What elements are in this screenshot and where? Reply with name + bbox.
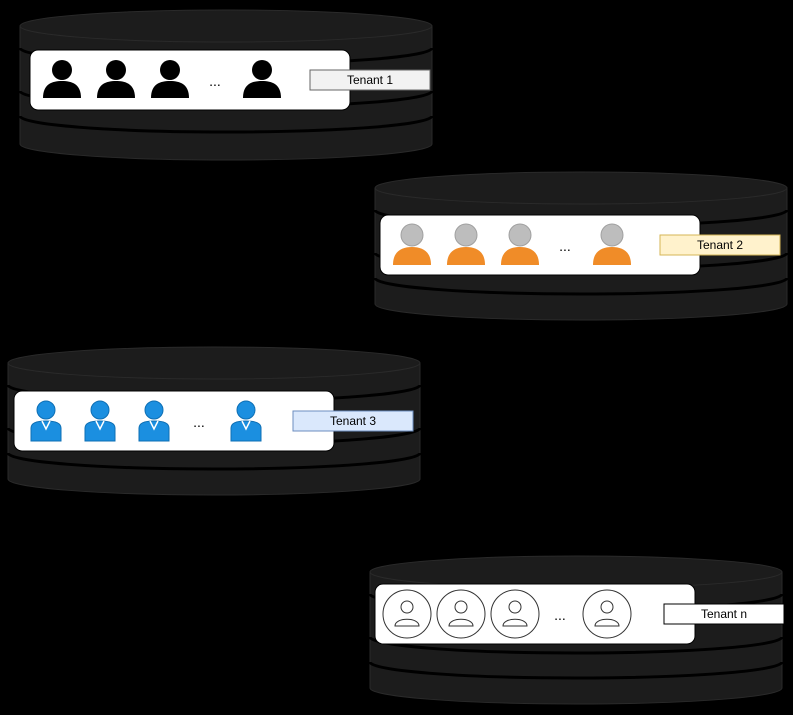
user-blue-icon xyxy=(230,400,262,442)
users-ellipsis: ... xyxy=(554,607,566,623)
tenant-label: Tenant n xyxy=(701,607,747,621)
user-solid-icon xyxy=(151,60,189,98)
tenant-group: ... Tenant n xyxy=(368,555,785,705)
users-card xyxy=(29,49,351,111)
database-top xyxy=(374,171,788,205)
tenant-label: Tenant 3 xyxy=(330,414,376,428)
database-disk-edge xyxy=(6,452,422,471)
user-orange-icon xyxy=(393,223,431,265)
database-disk-edge xyxy=(368,661,784,680)
tenant-group: ... Tenant 1 xyxy=(18,9,434,161)
users-card xyxy=(379,214,701,276)
user-blue-icon xyxy=(138,400,170,442)
user-solid-icon xyxy=(243,60,281,98)
user-solid-icon xyxy=(97,60,135,98)
tenant-group: ... Tenant 3 xyxy=(6,346,422,496)
user-blue-icon xyxy=(30,400,62,442)
tenant-label: Tenant 1 xyxy=(347,73,393,87)
user-orange-icon xyxy=(501,223,539,265)
tenant-group: ... Tenant 2 xyxy=(373,171,789,321)
user-orange-icon xyxy=(593,223,631,265)
database-disk-edge xyxy=(373,277,789,296)
user-blue-icon xyxy=(84,400,116,442)
user-orange-icon xyxy=(447,223,485,265)
users-ellipsis: ... xyxy=(559,238,571,254)
tenant-label-box xyxy=(659,234,781,256)
user-outline-circle-icon xyxy=(582,589,632,639)
database-disk-edge xyxy=(18,115,434,134)
users-ellipsis: ... xyxy=(193,414,205,430)
user-outline-circle-icon xyxy=(436,589,486,639)
user-outline-circle-icon xyxy=(382,589,432,639)
tenant-label-box xyxy=(292,410,414,432)
users-ellipsis: ... xyxy=(209,73,221,89)
tenant-label-box xyxy=(309,69,431,91)
tenant-label-box xyxy=(663,603,785,625)
user-outline-circle-icon xyxy=(490,589,540,639)
database-top xyxy=(369,555,783,589)
database-top xyxy=(19,9,433,43)
tenant-label: Tenant 2 xyxy=(697,238,743,252)
user-solid-icon xyxy=(43,60,81,98)
database-top xyxy=(7,346,421,380)
users-card xyxy=(13,390,335,452)
